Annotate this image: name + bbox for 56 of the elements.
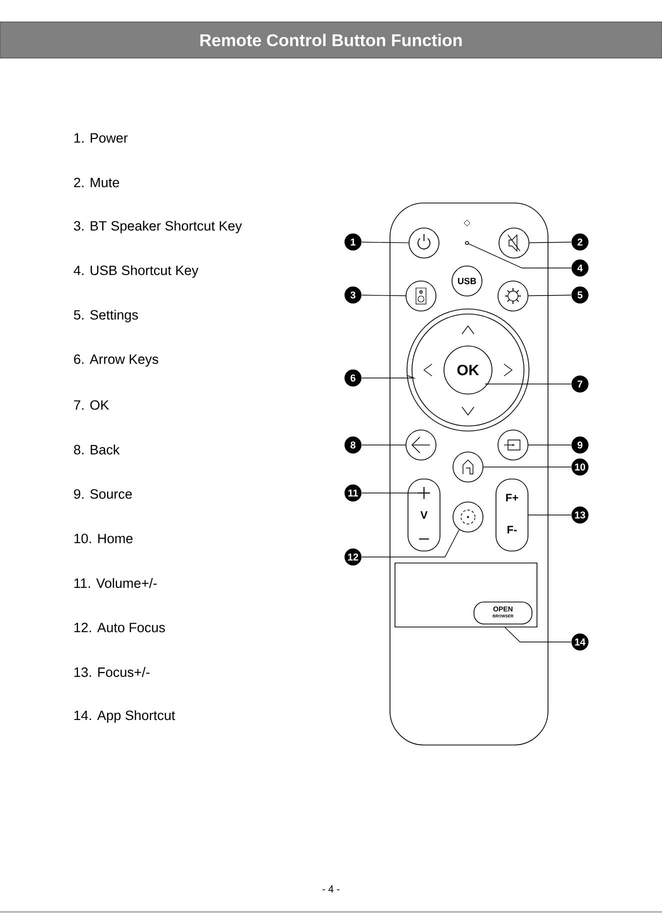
leader-line: [504, 627, 572, 642]
button: [498, 228, 530, 258]
leader-line: [362, 294, 406, 296]
leader-line: [362, 242, 409, 244]
list-item: 2. Mute: [74, 178, 120, 188]
leader-line: [362, 529, 460, 558]
leader-line: [528, 514, 572, 516]
usb-button: USB: [452, 266, 482, 296]
leader-line: [468, 243, 572, 268]
list-item: 9. Source: [74, 489, 132, 499]
list-item: 1. Power: [74, 133, 128, 143]
title-band: Remote Control Button Function: [0, 22, 662, 58]
leader-line: [362, 444, 406, 446]
rocker-button: F+ F-: [496, 478, 528, 552]
button: [498, 430, 528, 460]
rocker-button: V: [408, 478, 440, 552]
callout-number: 13: [572, 506, 588, 524]
leader-line: [528, 444, 572, 446]
callout-number: 7: [572, 376, 588, 392]
callout-number: 2: [572, 234, 588, 251]
button: [498, 280, 528, 312]
leader-line: [362, 375, 416, 378]
list-item: 14. App Shortcut: [74, 710, 176, 723]
callout-number: 3: [344, 286, 362, 304]
leader-line: [528, 294, 572, 296]
callout-number: 4: [572, 260, 588, 276]
ok-button: OK: [444, 346, 492, 394]
page-number: - 4 -: [322, 886, 340, 892]
callout-number: 1: [344, 234, 362, 251]
list-item: 8. Back: [74, 444, 120, 454]
list-item: 4. USB Shortcut Key: [74, 265, 198, 278]
list-item: 5. Settings: [74, 310, 138, 322]
list-item: 10. Home: [74, 534, 133, 544]
list-item: 12. Auto Focus: [74, 622, 165, 632]
button: [406, 280, 436, 312]
callout-number: 8: [344, 436, 362, 454]
button: [406, 430, 436, 460]
callout-number: 12: [344, 548, 362, 566]
button: [452, 452, 484, 482]
list-item: 3. BT Speaker Shortcut Key: [74, 220, 242, 234]
list-item: 11. Volume+/-: [74, 578, 157, 588]
callout-number: 11: [344, 484, 362, 502]
list-item: 6. Arrow Keys: [74, 354, 158, 367]
list-item: 7. OK: [74, 400, 110, 410]
leader-line: [362, 492, 424, 494]
button: [452, 502, 484, 532]
leader-line: [483, 466, 572, 468]
callout-number: 14: [572, 634, 588, 650]
callout-number: 9: [572, 436, 588, 454]
callout-number: 10: [572, 458, 588, 476]
leader-line: [529, 242, 572, 244]
callout-number: 6: [344, 370, 362, 386]
app-panel: [394, 562, 538, 628]
list-item: 13. Focus+/-: [74, 667, 150, 677]
callout-number: 5: [572, 286, 588, 304]
button: [408, 228, 440, 258]
